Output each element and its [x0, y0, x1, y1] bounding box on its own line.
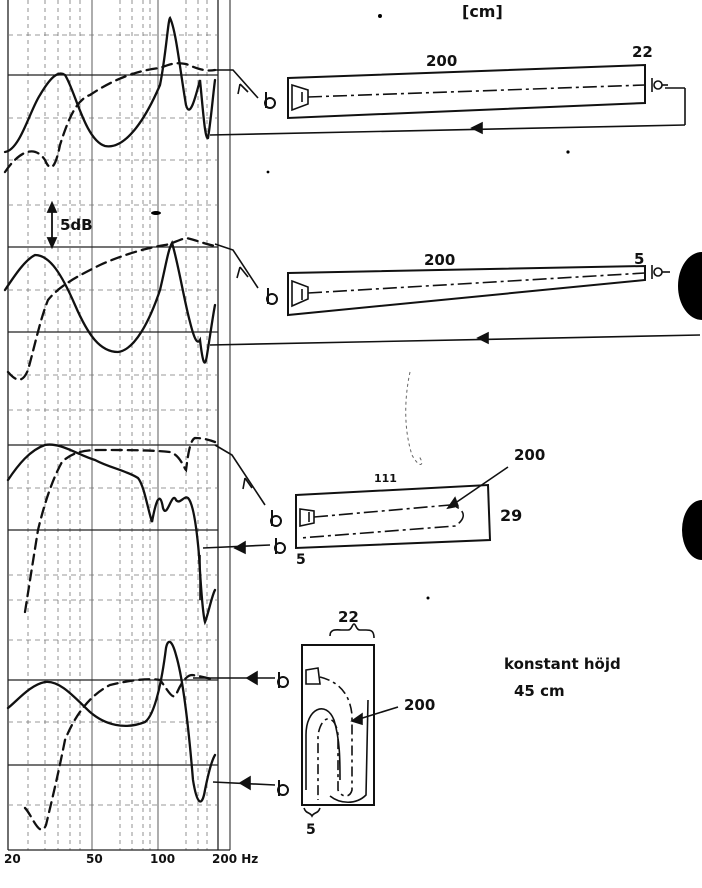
pencil-squiggle	[405, 371, 423, 465]
x-tick-label: 20	[4, 852, 21, 866]
connectors	[193, 69, 701, 791]
horn-3-length-label: 200	[514, 446, 546, 464]
microphone-icon	[274, 538, 286, 554]
microphone-icon	[266, 288, 278, 305]
horn-diagrams	[287, 63, 670, 818]
horn-3	[295, 483, 492, 550]
horn-3-width-label: 5	[296, 552, 306, 568]
curve-1-dashed	[3, 62, 217, 174]
curve-3-solid	[6, 443, 217, 626]
horn-1-end-label: 22	[632, 43, 653, 61]
horn-1	[287, 63, 668, 120]
x-tick-label: 200 Hz	[212, 852, 259, 866]
curve-1-solid	[3, 16, 217, 154]
unit-label: [cm]	[462, 2, 503, 21]
microphone-icon	[264, 92, 276, 109]
curve-4-dashed	[23, 673, 217, 831]
curve-4-solid	[6, 640, 217, 803]
scan-artifacts	[151, 14, 702, 600]
x-tick-label: 100	[150, 852, 176, 866]
note-line-1: konstant höjd	[504, 655, 621, 673]
horn-4-width-label: 22	[338, 608, 359, 626]
horn-3-height-label: 29	[500, 506, 523, 525]
response-curves	[3, 16, 217, 831]
curve-2-solid	[3, 240, 217, 364]
microphone-icon	[277, 780, 289, 796]
horn-2	[287, 264, 670, 317]
microphone-icons	[264, 92, 289, 796]
curve-3-dashed	[23, 436, 217, 614]
horn-2-length-label: 200	[424, 251, 456, 269]
horn-1-length-label: 200	[426, 52, 458, 70]
microphone-icon	[270, 510, 282, 527]
horn-4-bottom-label: 5	[306, 822, 316, 838]
horn-2-end-label: 5	[634, 250, 645, 268]
horn-3-top-label: 111	[374, 472, 397, 485]
horn-4	[301, 623, 375, 818]
note-line-2: 45 cm	[514, 682, 565, 700]
graph-grid	[7, 0, 231, 851]
curve-2-dashed	[6, 236, 217, 381]
scale-arrow	[46, 200, 58, 250]
microphone-icon	[277, 672, 289, 688]
x-tick-label: 50	[86, 852, 103, 866]
scale-label: 5dB	[60, 216, 93, 234]
horn-4-length-label: 200	[404, 696, 436, 714]
